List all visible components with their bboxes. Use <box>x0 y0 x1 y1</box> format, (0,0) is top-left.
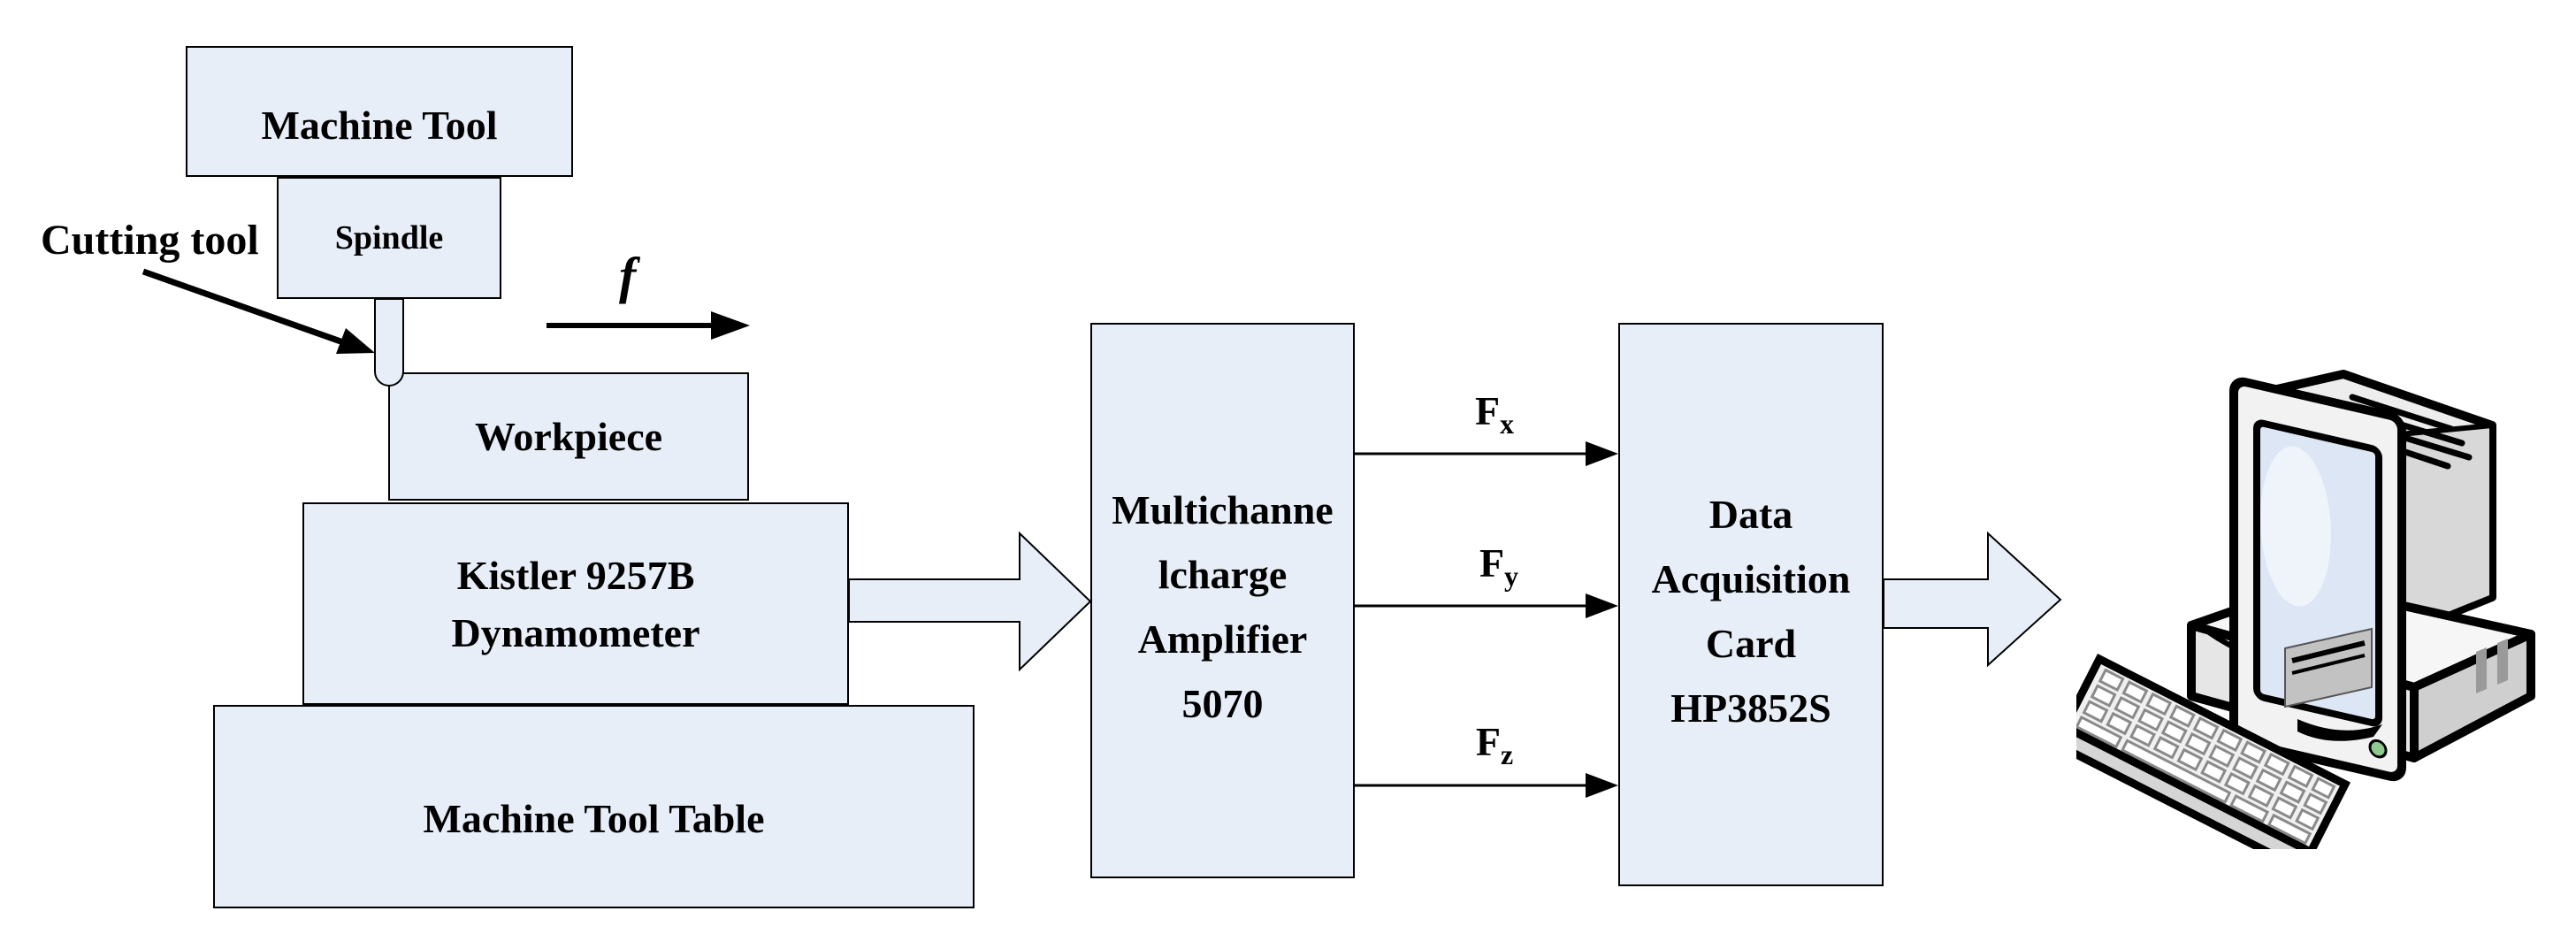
cutting-tool-label: Cutting tool <box>41 217 259 264</box>
amplifier-label-line1: Multichanne <box>1112 487 1334 532</box>
force-z-label: Fz <box>1437 718 1552 771</box>
force-z-main: F <box>1475 719 1501 764</box>
cutting-tool-pointer-arrow <box>141 268 375 354</box>
daq-label-line3: Card <box>1705 620 1797 666</box>
daq-to-computer-block-arrow <box>1883 531 2062 668</box>
computer-keyboard-icon <box>2076 653 2351 849</box>
feed-rate-label: f <box>619 247 637 304</box>
force-z-sub: z <box>1500 739 1514 770</box>
force-y-main: F <box>1479 540 1505 586</box>
floppy-bay-icon <box>2284 627 2382 741</box>
spindle-label: Spindle <box>334 219 444 256</box>
power-led-icon <box>2368 739 2388 759</box>
daq-label-line1: Data <box>1708 491 1793 537</box>
force-x-signal-arrow <box>1355 441 1618 466</box>
dynamometer-box: Kistler 9257B Dynamometer <box>302 502 849 705</box>
feed-direction-arrow <box>547 311 750 340</box>
machine-tool-table-box: Machine Tool Table <box>213 705 975 908</box>
dynamometer-label-line2: Dynamometer <box>451 609 700 655</box>
workpiece-box: Workpiece <box>388 372 749 501</box>
machine-tool-table-label: Machine Tool Table <box>423 795 765 841</box>
workpiece-label: Workpiece <box>474 414 663 459</box>
computer-icon <box>2076 370 2535 849</box>
force-z-signal-arrow <box>1355 773 1618 798</box>
force-x-main: F <box>1474 388 1501 433</box>
amplifier-label-line2: lcharge <box>1158 552 1288 597</box>
amplifier-label-line4: 5070 <box>1181 681 1264 726</box>
force-y-signal-arrow <box>1355 593 1618 618</box>
data-acquisition-card-box: Data Acquisition Card HP3852S <box>1618 323 1884 886</box>
amplifier-label-line3: Amplifier <box>1137 616 1308 662</box>
force-y-sub: y <box>1504 560 1519 592</box>
daq-label-line2: Acquisition <box>1651 555 1851 601</box>
charge-amplifier-box: Multichanne lcharge Amplifier 5070 <box>1090 323 1355 878</box>
daq-label-line4: HP3852S <box>1670 685 1831 731</box>
keyboard-keys <box>2076 668 2336 846</box>
force-x-sub: x <box>1500 408 1515 440</box>
dynamometer-label-line1: Kistler 9257B <box>456 552 695 598</box>
machine-tool-box: Machine Tool <box>186 46 573 177</box>
force-y-label: Fy <box>1441 540 1556 593</box>
machine-tool-label: Machine Tool <box>261 102 498 148</box>
force-x-label: Fx <box>1437 387 1552 440</box>
cutting-tool-shape <box>374 298 404 387</box>
dynamometer-to-amplifier-block-arrow <box>848 531 1092 672</box>
